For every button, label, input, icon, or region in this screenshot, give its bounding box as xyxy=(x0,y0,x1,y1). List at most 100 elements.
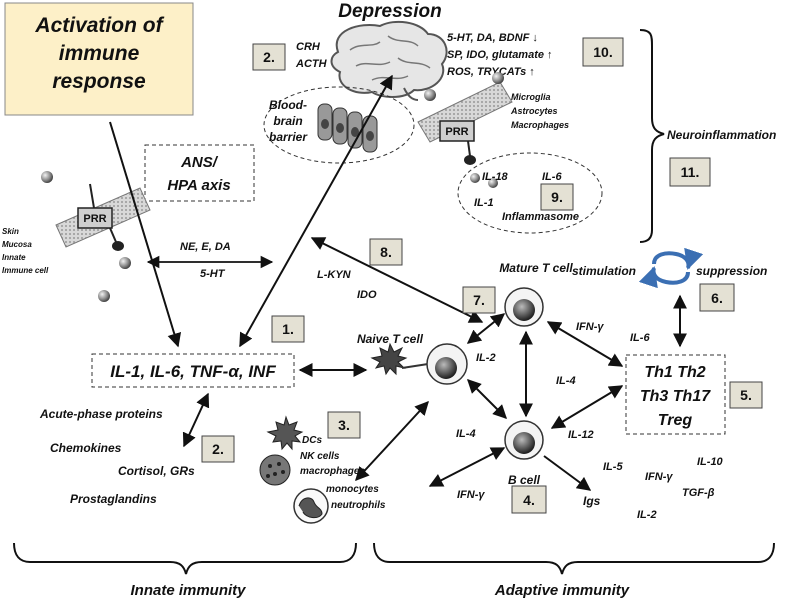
bbb-line-2: brain xyxy=(273,114,302,128)
neuro-changes-line-2: SP, IDO, glutamate ↑ xyxy=(447,49,553,61)
naive-b-arrow xyxy=(467,379,507,419)
cytokine-box-label: IL-1, IL-6, TNF-α, INF xyxy=(110,362,276,381)
mature-t-cell-label: Mature T cell xyxy=(499,261,573,275)
immune-cell-label: Immune cell xyxy=(2,266,49,275)
number-box-6: 6. xyxy=(699,283,735,312)
number-box-8: 8. xyxy=(369,238,403,266)
ifng-right-label: IFN-γ xyxy=(645,471,673,483)
svg-text:2.: 2. xyxy=(212,441,224,457)
skin-receptor-icon: PRR xyxy=(55,183,151,251)
monocytes-label: monocytes xyxy=(326,484,379,495)
endothelial-cells-icon xyxy=(317,103,378,153)
il1-top-label: IL-1 xyxy=(474,197,494,209)
il5-label: IL-5 xyxy=(603,461,623,473)
igs-label: Igs xyxy=(583,494,601,508)
ans-hpa-box: ANS/ HPA axis xyxy=(144,144,255,202)
prr-label-skin: PRR xyxy=(83,213,106,225)
inflammasome-label: Inflammasome xyxy=(502,211,579,223)
macrophage-icon xyxy=(259,454,291,486)
blood-brain-barrier: Blood- brain barrier xyxy=(263,86,415,164)
macrophages-label-top: Macrophages xyxy=(511,120,569,130)
kyn-arrow xyxy=(310,237,484,323)
tgfb-label: TGF-β xyxy=(682,487,715,499)
il2-naive-label: IL-2 xyxy=(476,352,496,364)
innate-b-arrow xyxy=(428,447,506,487)
ans-label: ANS/ xyxy=(180,154,219,171)
svg-text:5.: 5. xyxy=(740,387,752,403)
acute-phase-label: Acute-phase proteins xyxy=(39,407,163,421)
inflammasome: IL-18 IL-6 IL-1 Inflammasome 9. xyxy=(457,152,603,234)
molecule-icon xyxy=(41,171,53,183)
suppression-label: suppression xyxy=(696,264,767,278)
skin-label: Skin xyxy=(2,227,19,236)
cytokine-box: IL-1, IL-6, TNF-α, INF xyxy=(91,353,295,388)
th-line-1: Th1 Th2 xyxy=(644,364,705,381)
b-cell-icon xyxy=(504,420,544,460)
mature-t-cell-icon xyxy=(504,287,544,327)
innate-adaptive-arrow xyxy=(355,400,429,482)
adaptive-immunity-label: Adaptive immunity xyxy=(494,582,630,599)
svg-text:7.: 7. xyxy=(473,292,485,308)
il6-top-label: IL-6 xyxy=(542,171,562,183)
number-box-4: 4. xyxy=(511,485,547,514)
acth-label: ACTH xyxy=(295,58,328,70)
cytokine-outputs-arrow xyxy=(182,392,210,448)
chemokines-label: Chemokines xyxy=(50,441,122,455)
molecule-icon xyxy=(424,89,436,101)
title-line-1: Activation of xyxy=(34,14,164,37)
neuroinflammation-brace xyxy=(639,29,665,243)
ne-e-da-label: NE, E, DA xyxy=(180,241,231,253)
bbb-line-3: barrier xyxy=(269,130,308,144)
th-line-2: Th3 Th17 xyxy=(640,388,711,405)
neutrophils-label: neutrophils xyxy=(331,500,386,511)
molecule-icon xyxy=(470,173,480,183)
stimulation-label: stimulation xyxy=(572,264,636,278)
number-box-11: 11. xyxy=(669,157,711,187)
crh-label: CRH xyxy=(296,41,321,53)
neuroinflammation-label: Neuroinflammation xyxy=(667,128,776,142)
title-line-3: response xyxy=(52,70,146,93)
number-box-2-bottom: 2. xyxy=(201,435,235,463)
brain-icon xyxy=(330,20,448,101)
il2-bottom-label: IL-2 xyxy=(637,509,657,521)
ido-label: IDO xyxy=(357,289,377,301)
il18-label: IL-18 xyxy=(482,171,509,183)
il6-right-label: IL-6 xyxy=(630,332,650,344)
neuro-changes-line-1: 5-HT, DA, BDNF ↓ xyxy=(447,32,538,44)
b-cell-label: B cell xyxy=(508,473,541,487)
microglia-receptor-icon: PRR xyxy=(417,81,513,165)
activation-arrow xyxy=(109,121,182,348)
number-box-5: 5. xyxy=(729,381,763,409)
svg-text:10.: 10. xyxy=(593,44,612,60)
number-box-2-top: 2. xyxy=(252,43,286,71)
bbb-line-1: Blood- xyxy=(269,98,307,112)
number-box-1: 1. xyxy=(271,315,305,343)
il12-label: IL-12 xyxy=(568,429,594,441)
mature-th-arrow xyxy=(546,321,624,367)
ifng-left-label: IFN-γ xyxy=(457,489,485,501)
cortisol-label: Cortisol, GRs xyxy=(118,464,195,478)
th-line-3: Treg xyxy=(658,412,693,429)
number-box-10: 10. xyxy=(582,37,624,67)
svg-text:9.: 9. xyxy=(551,189,563,205)
naive-t-cell-label: Naive T cell xyxy=(357,332,424,346)
dendritic-cell-icon xyxy=(266,415,304,451)
th-subsets-box: Th1 Th2 Th3 Th17 Treg xyxy=(625,354,726,435)
number-box-9: 9. xyxy=(540,183,574,211)
svg-text:3.: 3. xyxy=(338,417,350,433)
innate-label: Innate xyxy=(2,253,26,262)
nk-cells-label: NK cells xyxy=(300,451,340,462)
ifng-top-label: IFN-γ xyxy=(576,321,604,333)
svg-text:2.: 2. xyxy=(263,49,275,65)
title-line-2: immune xyxy=(59,42,140,65)
mucosa-label: Mucosa xyxy=(2,240,32,249)
lkyn-label: L-KYN xyxy=(317,269,352,281)
b-th-arrow xyxy=(550,385,624,429)
depression-title: Depression xyxy=(338,1,441,22)
astrocytes-label: Astrocytes xyxy=(510,106,558,116)
prr-label-top: PRR xyxy=(445,126,468,138)
title-box: Activation of immune response xyxy=(4,2,194,116)
prostaglandins-label: Prostaglandins xyxy=(70,492,157,506)
molecule-icon xyxy=(492,72,504,84)
5ht-label: 5-HT xyxy=(200,268,226,280)
